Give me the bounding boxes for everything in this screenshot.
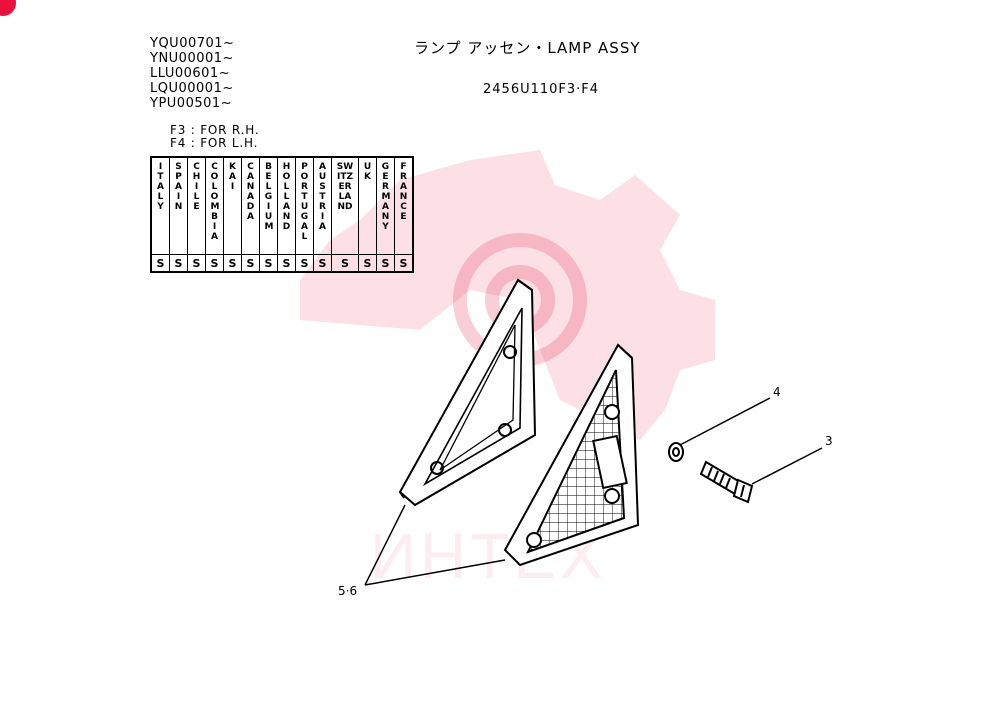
country-name: CHILE: [192, 162, 201, 212]
note-left-hand: F4 : FOR L.H.: [170, 136, 259, 150]
country-table: ITALY SPAIN CHILE COLOMBIA KAI CANADA BE…: [150, 156, 414, 273]
flag-cell: S: [187, 254, 206, 273]
screw: [699, 460, 754, 504]
serial-line: LLU00601~: [150, 66, 231, 81]
country-name: BELGIUM: [264, 162, 274, 232]
flag-row: S S S S S S S S S S S S S S: [150, 254, 414, 273]
serial-line: YQU00701~: [150, 36, 235, 51]
serial-line: YPU00501~: [150, 96, 233, 111]
country-name: PORTUGAL: [300, 162, 309, 242]
side-notes: F3 : FOR R.H. F4 : FOR L.H.: [170, 124, 259, 150]
page-title: ランプ アッセン・LAMP ASSY: [414, 39, 641, 57]
country-name: SWITZER LAND: [336, 162, 354, 212]
country-name: SPAIN: [174, 162, 183, 212]
callout-reflector: 5·6: [338, 584, 358, 598]
part-code: 2456U110F3·F4: [483, 82, 600, 97]
reflector-frame: [398, 278, 537, 507]
country-row: ITALY SPAIN CHILE COLOMBIA KAI CANADA BE…: [150, 156, 414, 255]
country-name: HOLLAND: [282, 162, 291, 232]
callout-screw: 3: [825, 434, 833, 448]
country-name: CANADA: [246, 162, 255, 222]
country-name: GERMANY: [381, 162, 391, 232]
washer: [668, 442, 684, 462]
country-name: UK: [363, 162, 372, 182]
flag-cell: S: [376, 254, 395, 273]
serial-line: LQU00001~: [150, 81, 234, 96]
serial-list: YQU00701~ YNU00001~ LLU00601~ LQU00001~ …: [150, 36, 234, 111]
country-name: FRANCE: [399, 162, 408, 222]
country-name: AUSTRIA: [318, 162, 327, 232]
flag-cell: S: [394, 254, 414, 273]
country-name: COLOMBIA: [210, 162, 220, 242]
serial-line: YNU00001~: [150, 51, 234, 66]
reflector-lens: [503, 343, 640, 567]
callout-washer: 4: [773, 385, 781, 399]
corner-badge: [0, 0, 16, 16]
leader-lines: [364, 397, 823, 586]
note-right-hand: F3 : FOR R.H.: [170, 123, 260, 137]
country-name: ITALY: [157, 162, 164, 212]
country-name: KAI: [229, 162, 236, 192]
